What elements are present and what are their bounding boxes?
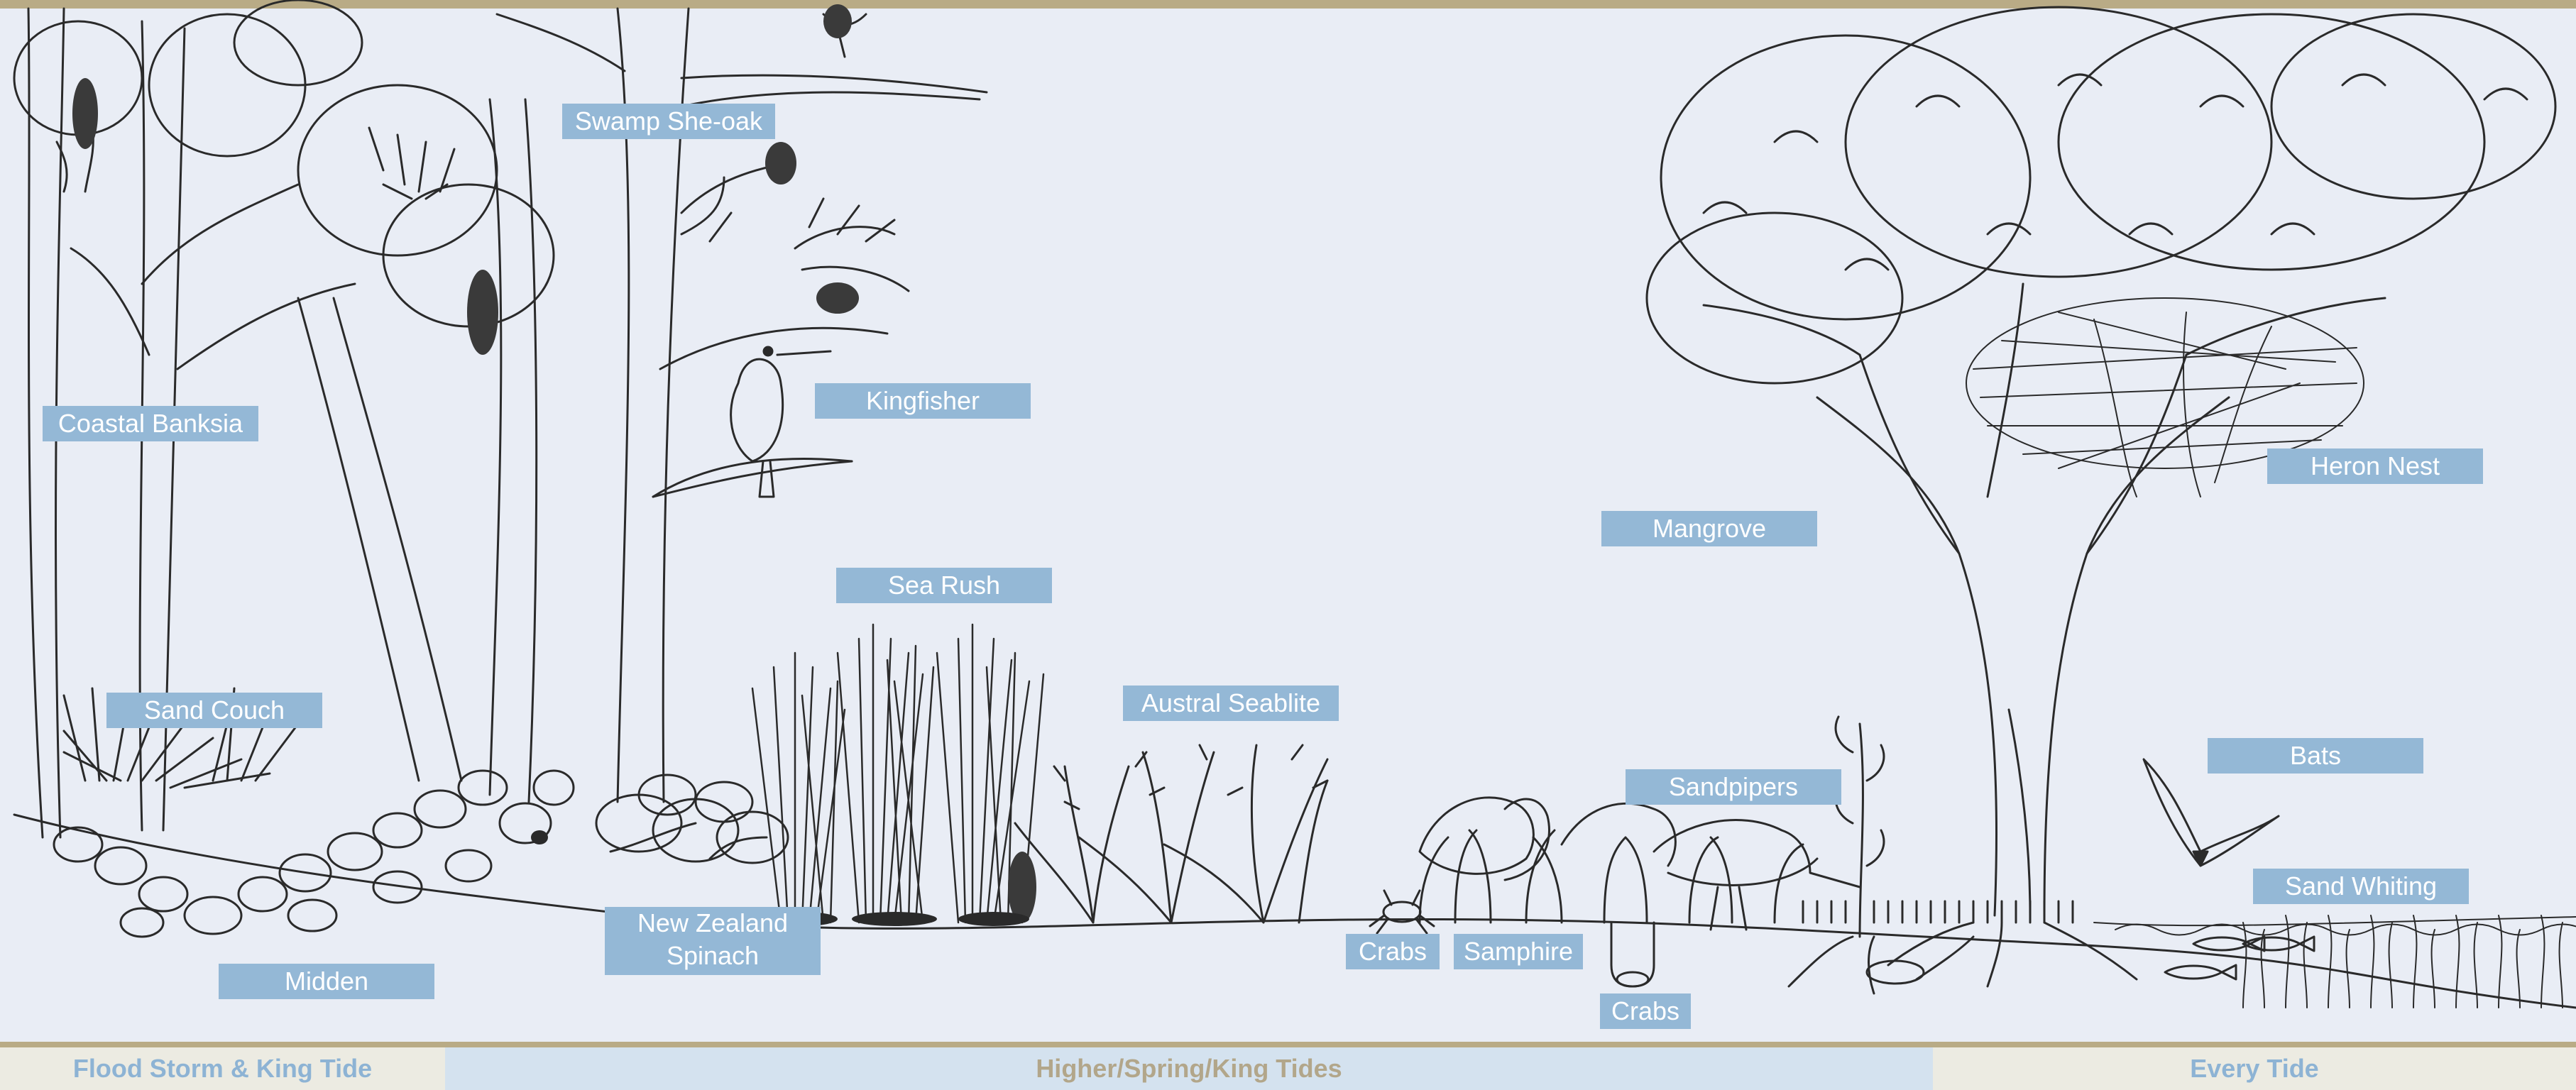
zone-flood-storm-king-tide: Flood Storm & King Tide xyxy=(0,1047,445,1090)
label-coastal-banksia: Coastal Banksia xyxy=(43,406,258,441)
samphire-plants xyxy=(1420,830,1803,923)
mangrove-seedlings xyxy=(1789,717,2073,993)
label-austral-seablite: Austral Seablite xyxy=(1123,686,1339,721)
crab-left xyxy=(1370,891,1434,933)
bat-animal xyxy=(2144,759,2279,866)
label-sandpipers: Sandpipers xyxy=(1626,769,1841,805)
label-sand-whiting: Sand Whiting xyxy=(2253,869,2469,904)
mangrove-tree xyxy=(1647,7,2555,986)
seagrass xyxy=(2243,915,2563,1008)
label-mangrove: Mangrove xyxy=(1601,511,1817,546)
label-midden: Midden xyxy=(219,964,434,999)
zone-rule xyxy=(0,1042,2576,1047)
label-samphire: Samphire xyxy=(1454,934,1583,969)
label-crabs-left: Crabs xyxy=(1346,934,1440,969)
new-zealand-spinach-plant xyxy=(596,775,788,863)
label-new-zealand-spinach: New Zealand Spinach xyxy=(605,907,821,975)
crab-burrow xyxy=(1611,923,1654,986)
label-crabs-burrow: Crabs xyxy=(1600,993,1691,1029)
label-kingfisher: Kingfisher xyxy=(815,383,1031,419)
label-heron-nest: Heron Nest xyxy=(2267,448,2483,484)
label-bats: Bats xyxy=(2208,738,2423,774)
midden-shells xyxy=(54,771,574,937)
label-sand-couch: Sand Couch xyxy=(106,693,322,728)
label-swamp-she-oak: Swamp She-oak xyxy=(562,104,775,139)
zone-higher-spring-king-tides: Higher/Spring/King Tides xyxy=(445,1047,1933,1090)
label-sea-rush: Sea Rush xyxy=(836,568,1052,603)
sea-rush-clumps xyxy=(752,624,1043,926)
austral-seablite-shrubs xyxy=(1015,745,1327,923)
zone-every-tide: Every Tide xyxy=(1933,1047,2576,1090)
ecosystem-illustration xyxy=(0,0,2576,1042)
